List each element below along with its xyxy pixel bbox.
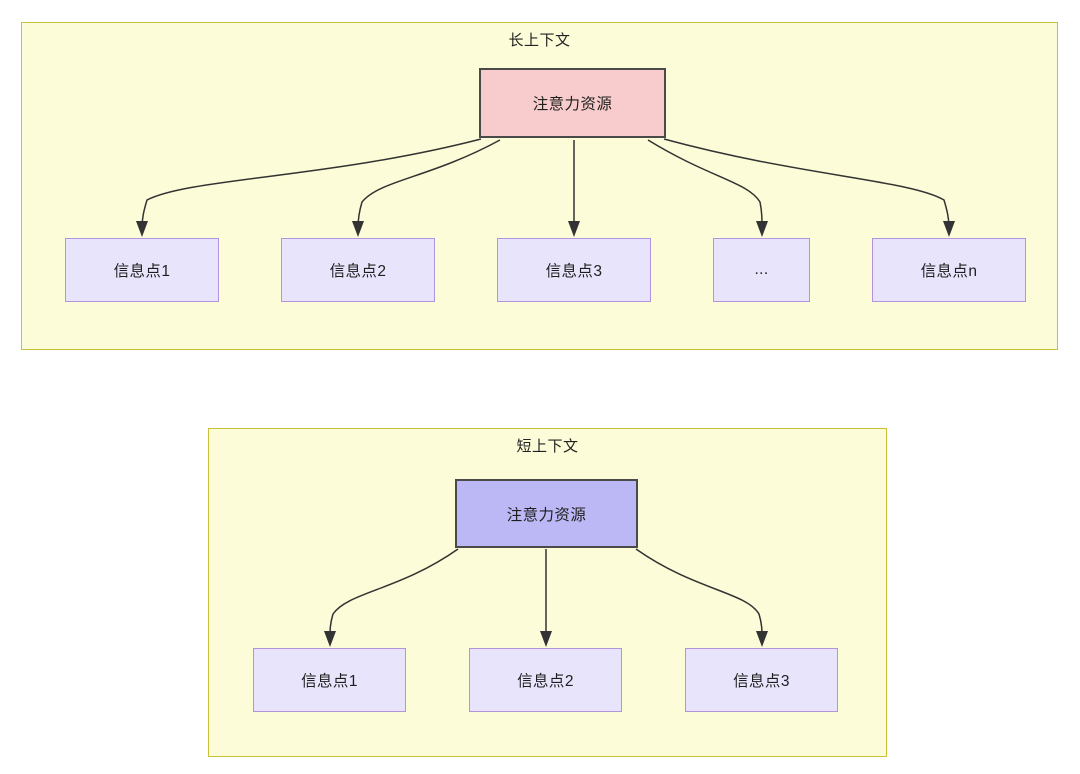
node-short-info-point-2[interactable]: 信息点2 (469, 648, 622, 712)
group-short-context-title: 短上下文 (516, 438, 579, 455)
node-long-info-point-ellipsis[interactable]: ... (713, 238, 810, 302)
node-long-info-point-n[interactable]: 信息点n (872, 238, 1026, 302)
node-long-attention-resource[interactable]: 注意力资源 (479, 68, 666, 138)
node-short-info-point-3[interactable]: 信息点3 (685, 648, 838, 712)
node-short-info-point-1[interactable]: 信息点1 (253, 648, 406, 712)
node-long-info-point-2[interactable]: 信息点2 (281, 238, 435, 302)
node-short-attention-resource[interactable]: 注意力资源 (455, 479, 638, 548)
node-long-info-point-1[interactable]: 信息点1 (65, 238, 219, 302)
group-long-context-title: 长上下文 (508, 32, 571, 49)
node-long-info-point-3[interactable]: 信息点3 (497, 238, 651, 302)
